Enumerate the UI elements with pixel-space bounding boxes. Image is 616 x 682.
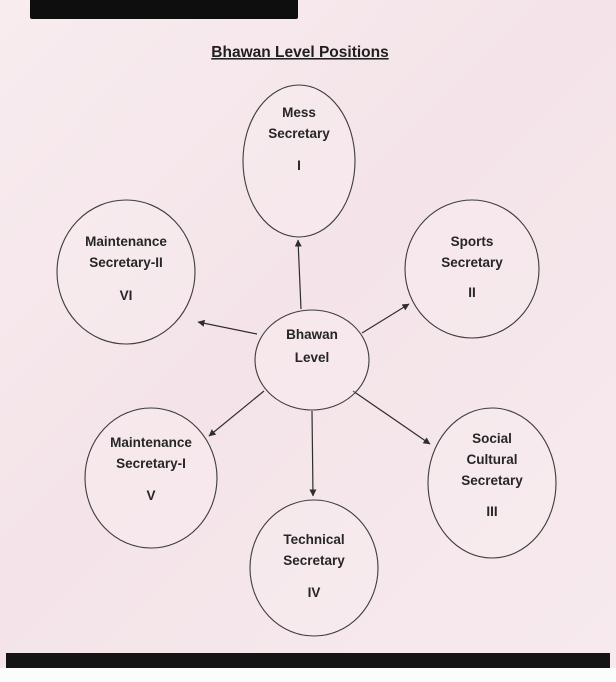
bhawan-level-ellipse bbox=[254, 309, 370, 411]
maintenance-secretary-1-label-line2: Secretary-I bbox=[116, 456, 186, 471]
node-mess-secretary: Mess Secretary I bbox=[242, 84, 356, 238]
maintenance-secretary-1-ellipse bbox=[84, 407, 218, 549]
sports-secretary-label-line1: Sports bbox=[451, 234, 494, 249]
social-cultural-secretary-label-line3: Secretary bbox=[461, 473, 523, 488]
mess-secretary-numeral: I bbox=[297, 158, 301, 173]
arrow-center-to-maintenance-secretary-1 bbox=[208, 390, 265, 437]
node-social-cultural-secretary: Social Cultural Secretary III bbox=[427, 407, 557, 559]
node-bhawan-level: Bhawan Level bbox=[254, 309, 370, 411]
maintenance-secretary-2-label-line2: Secretary-II bbox=[89, 255, 163, 270]
maintenance-secretary-2-label-line1: Maintenance bbox=[85, 234, 167, 249]
mess-secretary-label-line2: Secretary bbox=[268, 126, 330, 141]
scan-artifact-top bbox=[30, 0, 298, 19]
bhawan-level-label-line2: Level bbox=[295, 350, 330, 365]
sports-secretary-label-line2: Secretary bbox=[441, 255, 503, 270]
node-maintenance-secretary-2: Maintenance Secretary-II VI bbox=[56, 199, 196, 345]
technical-secretary-label-line1: Technical bbox=[283, 532, 344, 547]
social-cultural-secretary-numeral: III bbox=[486, 504, 497, 519]
social-cultural-secretary-ellipse bbox=[427, 407, 557, 559]
social-cultural-secretary-label-line2: Cultural bbox=[466, 452, 517, 467]
scan-margin-bottom bbox=[0, 668, 616, 682]
maintenance-secretary-2-ellipse bbox=[56, 199, 196, 345]
scan-artifact-bottom bbox=[6, 653, 610, 668]
arrow-center-to-social-cultural-secretary bbox=[352, 390, 431, 445]
maintenance-secretary-2-numeral: VI bbox=[120, 288, 133, 303]
technical-secretary-ellipse bbox=[249, 499, 379, 637]
mess-secretary-ellipse bbox=[242, 84, 356, 238]
node-technical-secretary: Technical Secretary IV bbox=[249, 499, 379, 637]
arrow-center-to-maintenance-secretary-2 bbox=[197, 319, 258, 335]
sports-secretary-ellipse bbox=[404, 199, 540, 339]
sports-secretary-numeral: II bbox=[468, 285, 476, 300]
mess-secretary-label-line1: Mess bbox=[282, 105, 316, 120]
node-sports-secretary: Sports Secretary II bbox=[404, 199, 540, 339]
technical-secretary-numeral: IV bbox=[308, 585, 321, 600]
maintenance-secretary-1-numeral: V bbox=[146, 488, 155, 503]
technical-secretary-label-line2: Secretary bbox=[283, 553, 345, 568]
node-maintenance-secretary-1: Maintenance Secretary-I V bbox=[84, 407, 218, 549]
bhawan-level-label-line1: Bhawan bbox=[286, 327, 338, 342]
diagram-title: Bhawan Level Positions bbox=[211, 44, 388, 61]
arrow-center-to-sports-secretary bbox=[361, 303, 410, 334]
maintenance-secretary-1-label-line1: Maintenance bbox=[110, 435, 192, 450]
arrow-center-to-mess-secretary bbox=[294, 239, 302, 310]
social-cultural-secretary-label-line1: Social bbox=[472, 431, 512, 446]
arrow-center-to-technical-secretary bbox=[309, 410, 317, 497]
